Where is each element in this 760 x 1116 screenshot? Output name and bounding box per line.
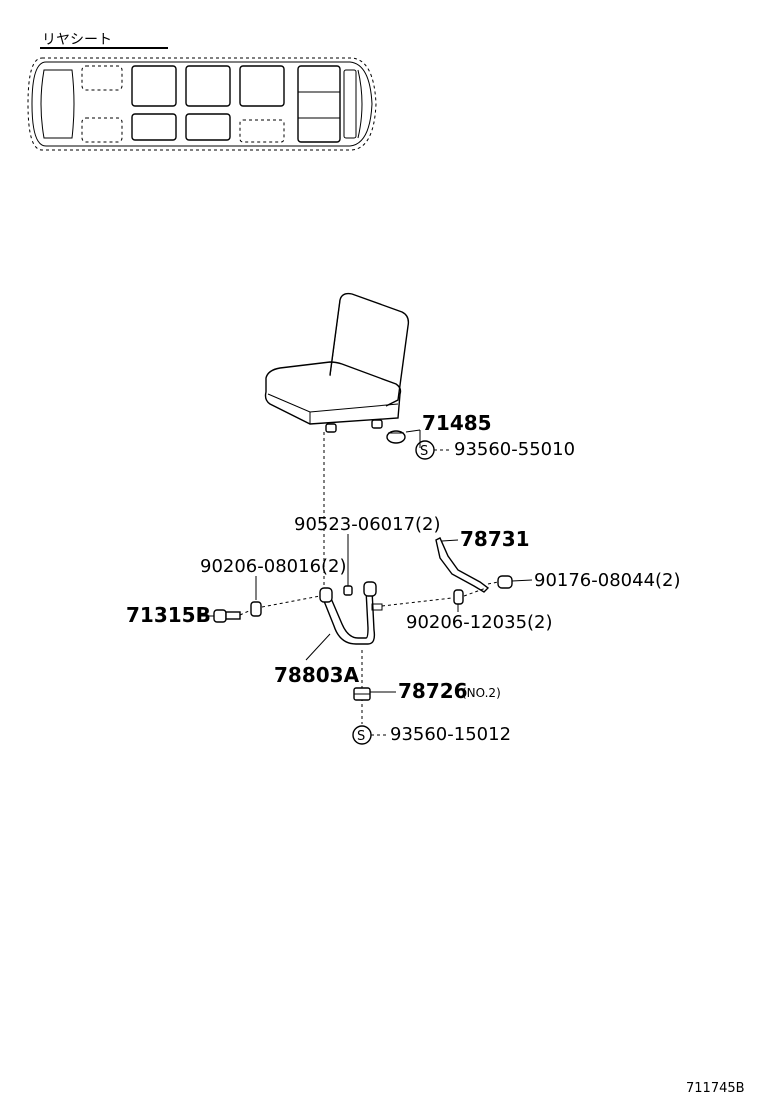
- part-71485-shape: [386, 430, 406, 444]
- label-93560-15012: 93560-15012: [390, 724, 511, 745]
- label-90206-12035: 90206-12035(2): [406, 612, 553, 633]
- s-symbol-label: S: [420, 444, 428, 459]
- s-symbol-label-2: S: [357, 729, 365, 744]
- label-78803A: 78803A: [274, 663, 360, 687]
- part-90206-08016-shape: [250, 601, 262, 617]
- part-78803A-shape: [319, 581, 383, 645]
- vehicle-top-view: [27, 57, 377, 151]
- label-71315B: 71315B: [126, 603, 211, 627]
- part-90523-06017-shape: [343, 585, 353, 596]
- label-78726-note: (NO.2): [462, 686, 501, 700]
- label-90523-06017: 90523-06017(2): [294, 514, 441, 535]
- label-78726: 78726: [398, 679, 468, 703]
- label-93560-55010: 93560-55010: [454, 439, 575, 460]
- part-90206-12035-shape: [453, 589, 464, 605]
- label-71485: 71485: [422, 411, 492, 435]
- part-90176-08044-shape: [497, 575, 513, 589]
- diagram-ref: 711745B: [686, 1081, 745, 1096]
- part-78731-shape: [435, 537, 490, 593]
- rear-seat: [264, 292, 410, 433]
- part-71315B-shape: [213, 609, 241, 623]
- label-90206-08016: 90206-08016(2): [200, 556, 347, 577]
- label-78731: 78731: [460, 527, 530, 551]
- header-title: リヤシート: [42, 32, 112, 48]
- part-78726-shape: [353, 687, 371, 701]
- label-90176-08044: 90176-08044(2): [534, 570, 681, 591]
